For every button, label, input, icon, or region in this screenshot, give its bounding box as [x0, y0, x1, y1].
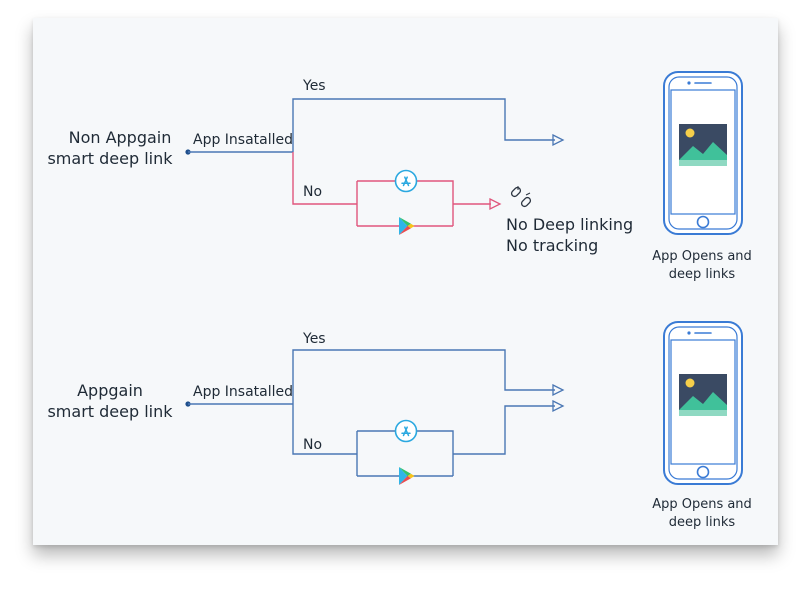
app-store-icon	[394, 169, 418, 193]
diagram-card: Non Appgain smart deep link App Insatall…	[33, 18, 778, 545]
bottom-phone-caption-line1: App Opens and	[652, 497, 752, 512]
flow-diagram: Non Appgain smart deep link App Insatall…	[47, 71, 752, 530]
top-no-path	[292, 152, 357, 205]
bottom-decision-label: App Insatalled	[193, 384, 293, 400]
bottom-image-icon	[679, 374, 727, 416]
top-decision-label: App Insatalled	[193, 132, 293, 148]
bottom-yes-path	[292, 349, 555, 404]
google-play-icon	[399, 467, 415, 485]
top-no-label: No	[303, 184, 322, 200]
top-flow: Non Appgain smart deep link App Insatall…	[47, 71, 752, 282]
top-yes-arrowhead	[552, 133, 565, 147]
top-phone-caption-line1: App Opens and	[652, 249, 752, 264]
top-source-label-line1: Non Appgain	[69, 128, 172, 147]
bottom-source-label-line2: smart deep link	[47, 402, 173, 421]
bottom-phone-caption-line2: deep links	[669, 515, 736, 530]
top-source-label-line2: smart deep link	[47, 149, 173, 168]
bottom-no-out-line	[453, 405, 555, 455]
top-no-arrowhead	[489, 197, 502, 211]
top-result-line1: No Deep linking	[506, 215, 633, 234]
bottom-no-path	[292, 404, 357, 455]
top-result-line2: No tracking	[506, 236, 598, 255]
top-yes-path	[292, 98, 555, 152]
app-store-icon	[394, 419, 418, 443]
top-yes-label: Yes	[302, 78, 326, 94]
bottom-no-label: No	[303, 437, 322, 453]
bottom-no-arrowhead	[552, 399, 565, 413]
bottom-yes-arrowhead	[552, 383, 565, 397]
broken-link-icon	[510, 186, 532, 208]
bottom-yes-label: Yes	[302, 331, 326, 347]
top-image-icon	[679, 124, 727, 166]
bottom-flow: Appgain smart deep link App Insatalled Y…	[47, 321, 752, 530]
google-play-icon	[399, 217, 415, 235]
top-phone-caption-line2: deep links	[669, 267, 736, 282]
bottom-source-label-line1: Appgain	[77, 381, 143, 400]
